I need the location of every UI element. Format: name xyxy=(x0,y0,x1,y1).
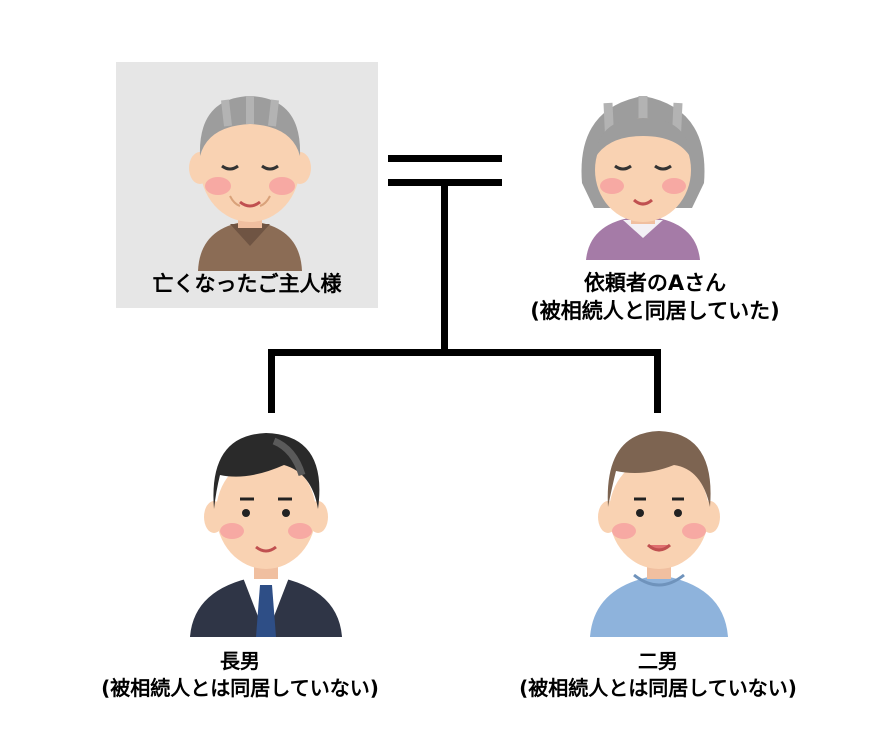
requester-wife-illustration xyxy=(581,96,705,260)
marriage-line-top xyxy=(388,155,502,162)
deceased-label: 亡くなったご主人様 xyxy=(116,270,378,298)
descent-line xyxy=(441,183,448,355)
deceased-label-line1: 亡くなったご主人様 xyxy=(152,272,342,296)
deceased-husband-illustration xyxy=(189,96,311,271)
eldest-son-label-line2: (被相続人とは同居していない) xyxy=(101,676,379,700)
requester-label: 依頼者のAさん (被相続人と同居していた) xyxy=(490,269,820,326)
children-horizontal-line xyxy=(268,349,661,356)
marriage-line-bottom xyxy=(388,179,502,186)
requester-label-line2: (被相続人と同居していた) xyxy=(530,299,780,324)
second-son-label: 二男 (被相続人とは同居していない) xyxy=(458,648,858,702)
eldest-son-label-line1: 長男 xyxy=(220,649,260,673)
second-son-label-line1: 二男 xyxy=(638,649,678,673)
second-son-illustration xyxy=(590,431,728,637)
second-son-drop-line xyxy=(654,349,661,413)
eldest-son-drop-line xyxy=(268,349,275,413)
second-son-label-line2: (被相続人とは同居していない) xyxy=(519,676,797,700)
eldest-son-label: 長男 (被相続人とは同居していない) xyxy=(40,648,440,702)
requester-label-line1: 依頼者のAさん xyxy=(583,271,727,295)
eldest-son-illustration xyxy=(190,433,342,637)
